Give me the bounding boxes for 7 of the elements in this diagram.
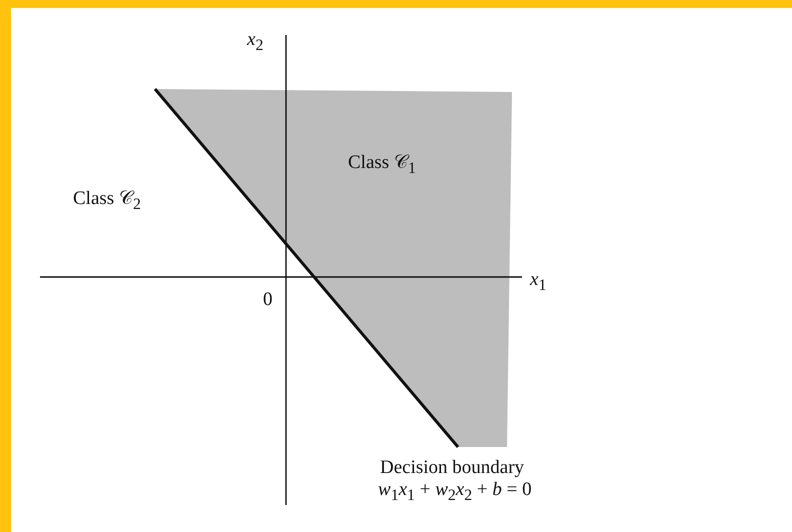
boundary-equation: w$_{1}$x$_{1}$ + w$_{2}$x$_{2}$ + b = 0 (378, 480, 532, 504)
region-label: Class 𝒞$_{1}$ (348, 153, 416, 178)
origin-label: 0 (263, 290, 272, 311)
boundary-label: Decision boundary (380, 458, 524, 479)
axis-label: x$_{1}$ (530, 270, 546, 294)
axis-label: x$_{2}$ (247, 30, 264, 54)
class-label: Class 𝒞$_{2}$ (73, 189, 141, 214)
